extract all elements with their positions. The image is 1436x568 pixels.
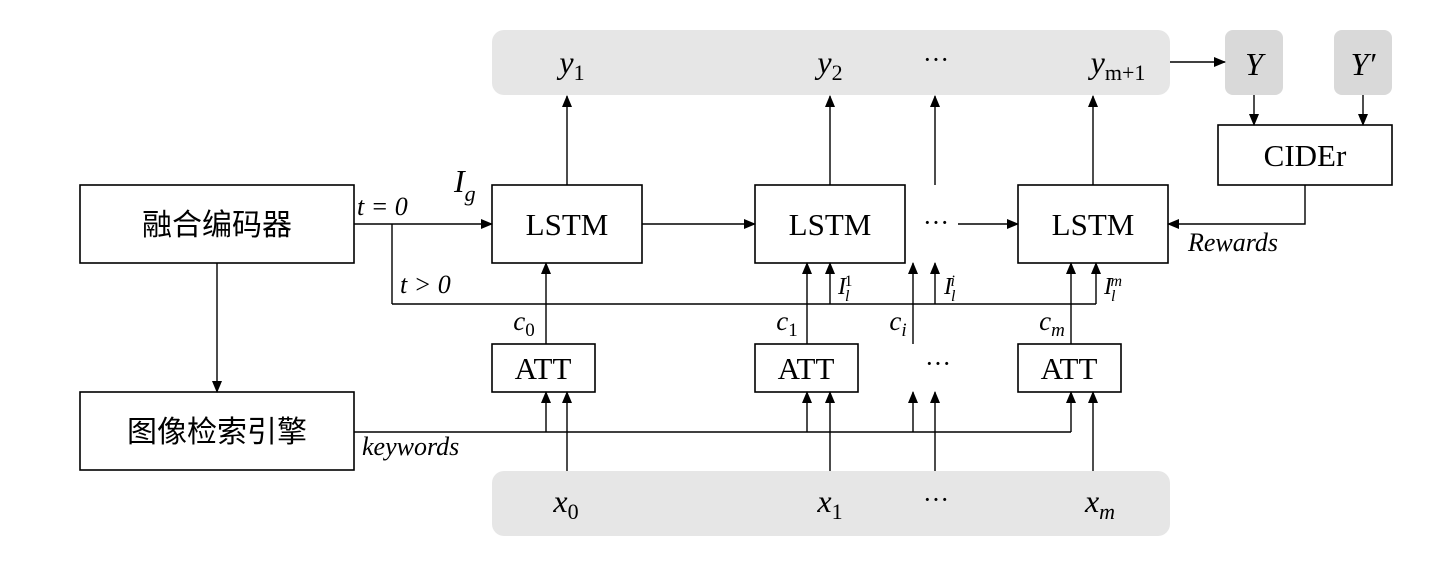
reference-caption-Yprime: Y′ xyxy=(1351,46,1377,82)
context-c1: c1 xyxy=(776,306,797,341)
input-ellipsis: ··· xyxy=(923,485,949,514)
att-label-0: ATT xyxy=(515,351,572,386)
generated-caption-Y: Y xyxy=(1245,46,1266,82)
global-feature-Ig: Ig xyxy=(453,163,476,206)
lstm-box-m xyxy=(1017,184,1169,264)
generated-caption-box xyxy=(1225,30,1283,95)
image-retrieval-engine-box xyxy=(79,391,355,471)
time-step-zero-label: t = 0 xyxy=(357,192,408,221)
att-box-m xyxy=(1017,343,1122,393)
time-step-later-label: t > 0 xyxy=(400,270,451,299)
output-sequence-band xyxy=(492,30,1170,95)
lstm-ellipsis: ··· xyxy=(923,208,949,237)
keywords-label: keywords xyxy=(362,432,459,461)
cider-label: CIDEr xyxy=(1264,138,1347,173)
image-retrieval-engine-label: 图像检索引擎 xyxy=(127,415,307,450)
input-xm: xm xyxy=(1084,483,1115,524)
output-y1: y1 xyxy=(556,44,584,85)
local-feature-l1: Il1 xyxy=(837,273,852,305)
local-feature-li: Ili xyxy=(943,273,956,305)
fusion-encoder-label: 融合编码器 xyxy=(142,208,292,243)
cider-box xyxy=(1217,124,1393,186)
output-ellipsis: ··· xyxy=(923,45,949,74)
input-sequence-band xyxy=(492,471,1170,536)
lstm-label-1: LSTM xyxy=(789,207,872,242)
local-feature-lm: Ilm xyxy=(1103,273,1122,305)
output-ym1: ym+1 xyxy=(1088,44,1146,85)
lstm-label-0: LSTM xyxy=(526,207,609,242)
input-x0: x0 xyxy=(552,483,578,524)
rewards-label: Rewards xyxy=(1187,228,1278,257)
reference-caption-box xyxy=(1334,30,1392,95)
context-ci: ci xyxy=(889,306,906,341)
output-y2: y2 xyxy=(814,44,842,85)
att-box-0 xyxy=(491,343,596,393)
att-ellipsis: ··· xyxy=(925,349,951,378)
att-label-m: ATT xyxy=(1041,351,1098,386)
input-x1: x1 xyxy=(816,483,842,524)
att-label-1: ATT xyxy=(778,351,835,386)
lstm-label-m: LSTM xyxy=(1052,207,1135,242)
context-c0: c0 xyxy=(513,306,534,341)
connectors xyxy=(212,57,1368,471)
lstm-box-0 xyxy=(491,184,643,264)
context-cm: cm xyxy=(1039,306,1065,341)
